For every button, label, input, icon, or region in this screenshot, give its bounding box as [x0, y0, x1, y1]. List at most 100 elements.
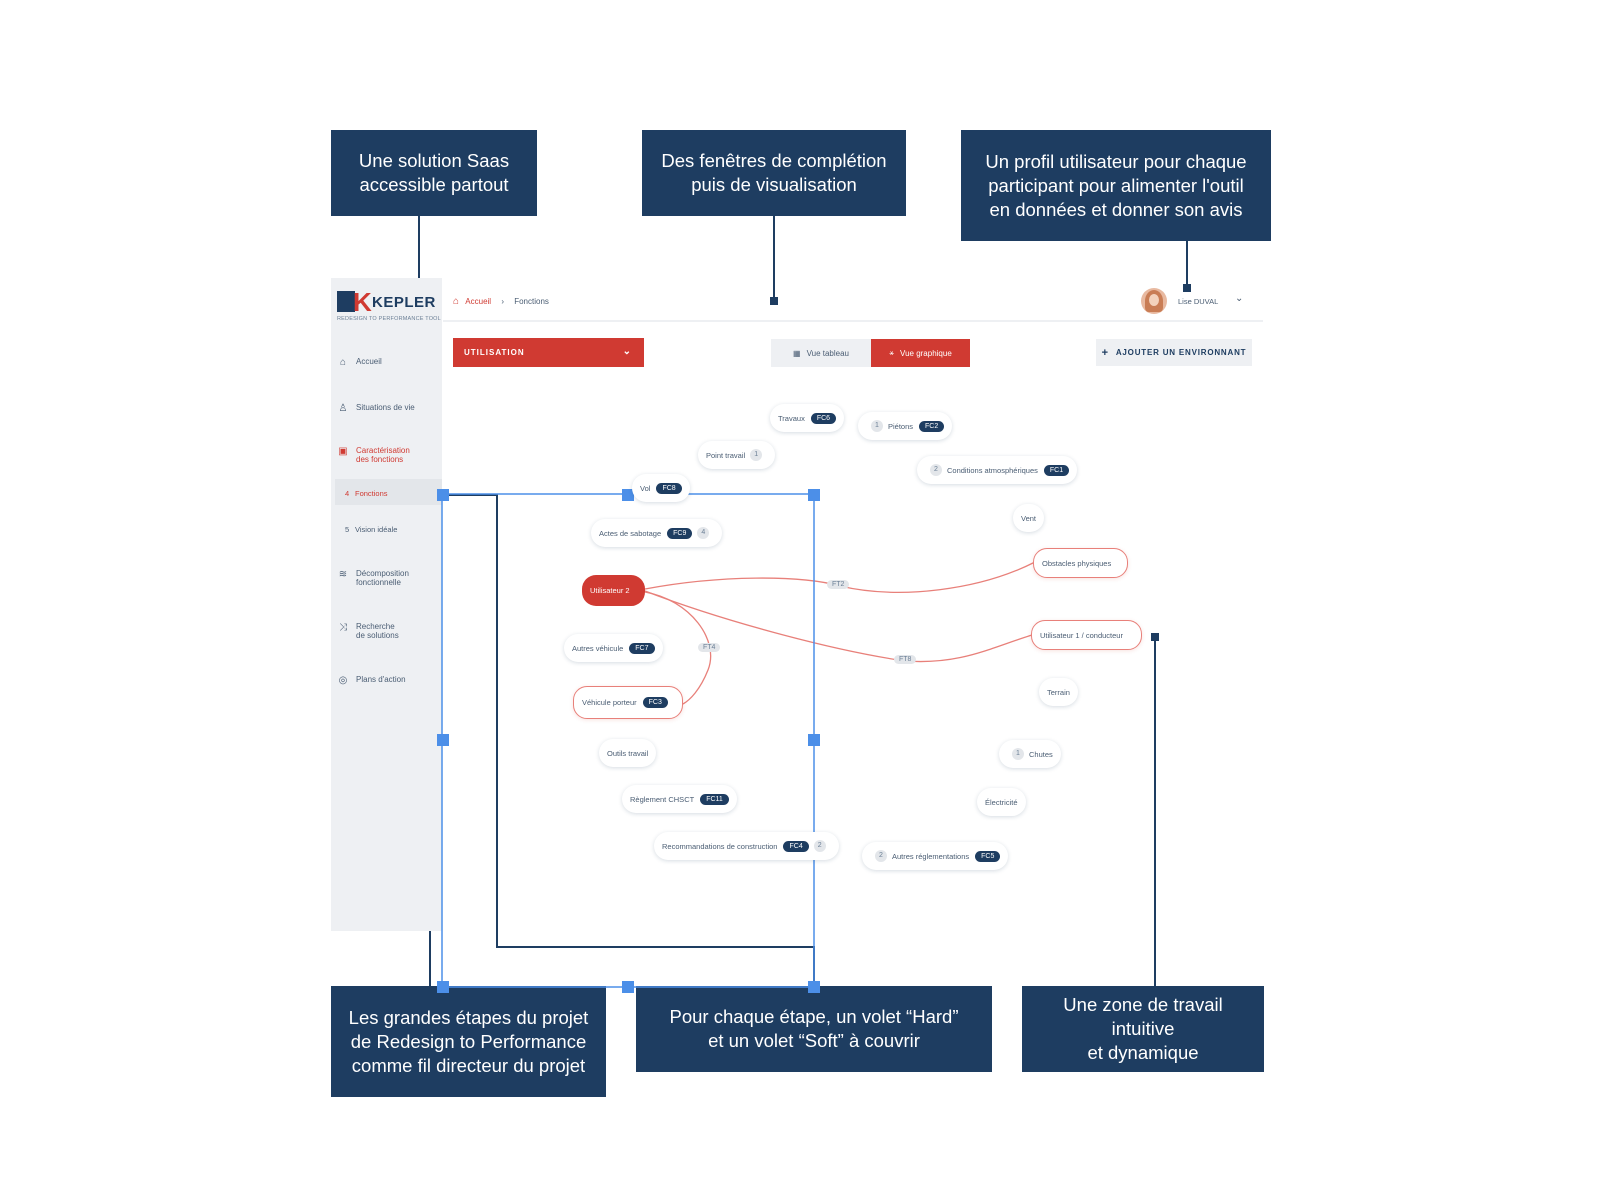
node-label: Autres réglementations: [892, 851, 970, 861]
node-vehicule-porteur[interactable]: Véhicule porteur FC3: [573, 686, 683, 719]
connector-hardsoft-top: [442, 494, 498, 496]
nav-fonctions-label: Fonctions: [355, 489, 388, 498]
node-tag: FC6: [810, 412, 837, 424]
graph-icon: ⚹: [889, 348, 895, 357]
nav-vision-label: Vision idéale: [355, 525, 398, 534]
sub-active-bg: [335, 479, 442, 505]
breadcrumb-home[interactable]: Accueil: [465, 297, 492, 306]
node-terrain[interactable]: Terrain: [1039, 678, 1078, 706]
node-tag: FC7: [629, 642, 655, 654]
node-outils[interactable]: Outils travail: [599, 739, 657, 767]
target-icon: ◎: [338, 675, 348, 686]
add-environment-button[interactable]: + AJOUTER UN ENVIRONNANT: [1096, 339, 1252, 366]
connector-hardsoft-left: [496, 494, 498, 947]
node-obstacles[interactable]: Obstacles physiques: [1033, 548, 1128, 578]
selection-handle-tm[interactable]: [622, 489, 634, 501]
nav-accueil-label: Accueil: [356, 357, 382, 366]
chevron-down-icon: ⌄: [622, 346, 632, 357]
node-travaux[interactable]: Travaux FC6: [770, 404, 845, 432]
user-name[interactable]: Lise DUVAL: [1178, 297, 1219, 306]
home-icon: ⌂: [339, 357, 347, 368]
node-label: Véhicule porteur: [582, 698, 637, 707]
nav-plans-label: Plans d'action: [356, 675, 406, 684]
logo-mark: [337, 291, 355, 312]
nav-situations-label: Situations de vie: [356, 403, 415, 412]
logo-tagline: REDESIGN TO PERFORMANCE TOOL: [337, 316, 441, 322]
view-graph-label: Vue graphique: [900, 348, 952, 358]
view-table-button[interactable]: ▦ Vue tableau: [771, 339, 871, 367]
node-label: Point travail: [706, 450, 746, 460]
node-tag: FC3: [642, 697, 668, 708]
connector-hardsoft-right: [813, 946, 815, 986]
node-label: Électricité: [985, 797, 1018, 807]
callout-windows: Des fenêtres de complétion puis de visua…: [642, 130, 906, 216]
nav-recherche-label: Recherche de solutions: [356, 622, 399, 640]
node-tag: FC8: [656, 482, 682, 494]
usage-select[interactable]: UTILISATION ⌄: [453, 338, 644, 367]
topbar-divider: [443, 320, 1263, 322]
node-tag: FC9: [667, 527, 693, 539]
node-label: Travaux: [778, 413, 805, 423]
nav-situations[interactable]: ♙ Situations de vie: [337, 403, 426, 415]
node-tag: FC2: [919, 420, 945, 432]
logo-text[interactable]: KEPLER: [372, 294, 436, 311]
logo-k: K: [353, 287, 372, 317]
callout-hardsoft: Pour chaque étape, un volet “Hard” et un…: [636, 986, 992, 1072]
chevron-down-icon[interactable]: ⌄: [1235, 293, 1244, 304]
selection-handle-bm[interactable]: [622, 981, 634, 993]
shuffle-icon: ⤨: [339, 622, 347, 633]
chevron-right-icon: ›: [501, 297, 504, 306]
nav-fonctions[interactable]: 4 Fonctions: [345, 489, 388, 498]
edge-label-ft8: FT8: [894, 655, 917, 664]
node-electricite[interactable]: Électricité: [977, 788, 1026, 816]
nav-fonctions-num: 4: [345, 489, 350, 498]
selection-handle-ml[interactable]: [437, 734, 449, 746]
node-label: Outils travail: [607, 748, 649, 758]
node-tag: FC1: [1043, 464, 1070, 476]
node-count: 2: [813, 840, 826, 852]
nav-accueil[interactable]: ⌂ Accueil: [337, 357, 416, 369]
selection-handle-tl[interactable]: [437, 489, 449, 501]
selection-handle-br[interactable]: [808, 981, 820, 993]
avatar[interactable]: [1141, 288, 1167, 314]
connector-hardsoft-bottom: [496, 946, 815, 948]
nav-decomposition-label: Décomposition fonctionnelle: [356, 569, 409, 587]
node-vol[interactable]: Vol FC8: [632, 474, 690, 502]
selection-handle-tr[interactable]: [808, 489, 820, 501]
view-table-label: Vue tableau: [806, 348, 849, 358]
callout-workzone: Une zone de travail intuitive et dynamiq…: [1022, 986, 1264, 1072]
nav-caracterisation[interactable]: ▣ Caractérisation des fonctions: [337, 446, 416, 464]
nav-plans[interactable]: ◎ Plans d'action: [337, 675, 416, 687]
edge-label-ft2: FT2: [827, 580, 850, 589]
node-count: 1: [750, 449, 763, 461]
callout-steps: Les grandes étapes du projet de Redesign…: [331, 986, 606, 1097]
selection-handle-mr[interactable]: [808, 734, 820, 746]
node-point-travail[interactable]: Point travail 1: [698, 441, 776, 469]
node-utilisateur-1[interactable]: Utilisateur 1 / conducteur: [1031, 620, 1142, 650]
connector-workzone: [1154, 636, 1156, 986]
home-icon[interactable]: ⌂: [453, 296, 460, 307]
nav-vision-num: 5: [345, 525, 350, 534]
callout-profile: Un profil utilisateur pour chaque partic…: [961, 130, 1271, 241]
node-vent[interactable]: Vent: [1013, 504, 1045, 532]
node-utilisateur-2[interactable]: Utilisateur 2: [582, 575, 645, 606]
user-icon: ♙: [338, 403, 348, 414]
view-graph-button[interactable]: ⚹ Vue graphique: [871, 339, 970, 367]
breadcrumb: ⌂ Accueil › Fonctions: [453, 296, 549, 307]
node-label: Actes de sabotage: [599, 528, 662, 538]
node-label: Vol: [640, 483, 651, 493]
connector-saas: [418, 216, 420, 286]
nav-recherche[interactable]: ⤨ Recherche de solutions: [337, 622, 416, 640]
nav-decomposition[interactable]: ≋ Décomposition fonctionnelle: [337, 569, 416, 587]
nav-vision[interactable]: 5 Vision idéale: [345, 525, 397, 534]
selection-handle-bl[interactable]: [437, 981, 449, 993]
calendar-icon: ▣: [338, 446, 348, 457]
